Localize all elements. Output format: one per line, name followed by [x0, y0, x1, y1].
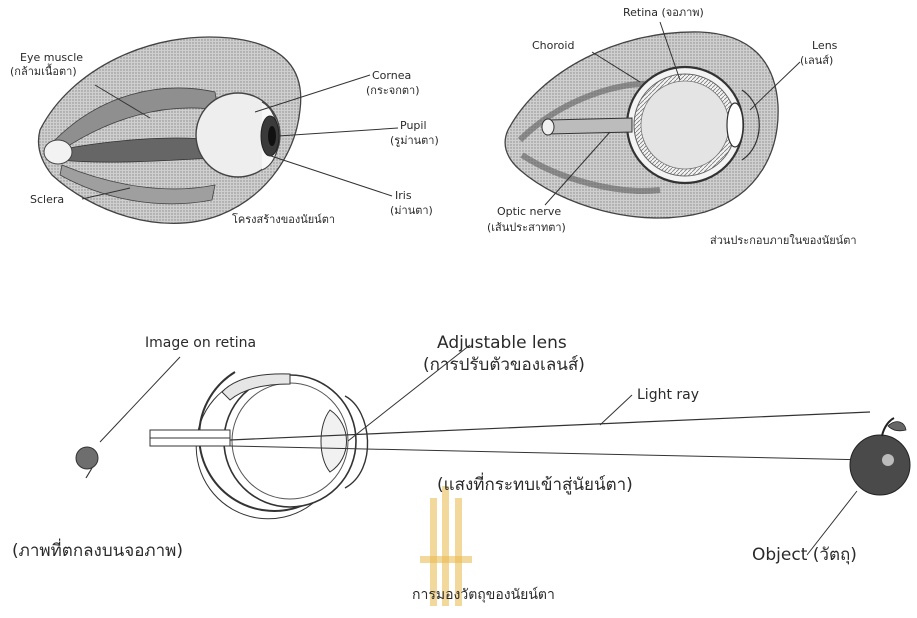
eye-cross-section-illustration	[505, 32, 778, 218]
label-iris-th: (ม่านตา)	[390, 205, 433, 217]
label-pupil: Pupil	[400, 120, 427, 132]
bottom-leaders	[100, 345, 857, 555]
caption-eye-structure: โครงสร้างของนัยน์ตา	[232, 214, 335, 226]
label-eye-muscle-th: (กล้ามเนื้อตา)	[10, 66, 77, 78]
label-lens: Lens	[812, 40, 837, 52]
label-object: Object (วัตถุ)	[752, 546, 857, 565]
label-lens-th: (เลนส์)	[800, 55, 833, 67]
label-adjustable-lens: Adjustable lens	[437, 334, 567, 353]
label-optic-nerve-th: (เส้นประสาทตา)	[487, 222, 566, 234]
label-retina: Retina (จอภาพ)	[623, 7, 704, 19]
label-pupil-th: (รูม่านตา)	[390, 135, 439, 147]
label-light-ray-th: (แสงที่กระทบเข้าสู่นัยน์ตา)	[437, 476, 633, 495]
label-image-on-retina: Image on retina	[145, 336, 256, 351]
caption-seeing-object: การมองวัตถุของนัยน์ตา	[412, 588, 555, 603]
vision-diagram-illustration	[76, 372, 910, 519]
label-sclera: Sclera	[30, 194, 64, 206]
label-optic-nerve: Optic nerve	[497, 206, 561, 218]
label-choroid: Choroid	[532, 40, 574, 52]
label-cornea-th: (กระจกตา)	[366, 85, 420, 97]
label-image-on-retina-th: (ภาพที่ตกลงบนจอภาพ)	[12, 542, 183, 561]
label-cornea: Cornea	[372, 70, 411, 82]
label-light-ray: Light ray	[637, 388, 699, 403]
label-iris: Iris	[395, 190, 412, 202]
external-eye-illustration	[39, 37, 301, 223]
label-eye-muscle: Eye muscle	[20, 52, 83, 64]
label-adjustable-lens-th: (การปรับตัวของเลนส์)	[423, 356, 585, 375]
caption-eye-internal: ส่วนประกอบภายในของนัยน์ตา	[710, 235, 857, 247]
